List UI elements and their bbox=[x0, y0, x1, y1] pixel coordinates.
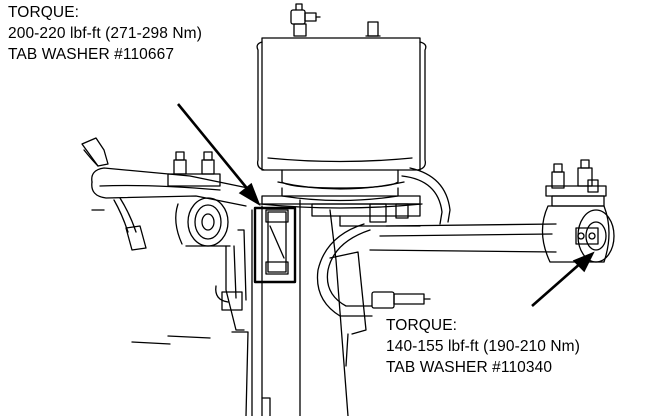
right-axle-tube bbox=[369, 223, 557, 253]
lower-torque-spec: 140-155 lbf-ft (190-210 Nm) bbox=[386, 338, 580, 355]
right-hose bbox=[401, 167, 451, 225]
left-hose bbox=[113, 197, 147, 251]
left-bolts bbox=[167, 151, 221, 187]
left-suspension-arm bbox=[215, 229, 249, 416]
air-fitting bbox=[290, 3, 381, 37]
upper-tab-washer-part: TAB WASHER #110667 bbox=[8, 46, 175, 63]
main-beam bbox=[251, 199, 349, 416]
lower-leader-arrowhead bbox=[572, 251, 595, 273]
upper-torque-heading: TORQUE: bbox=[8, 4, 80, 21]
upper-tab-washer-frame bbox=[253, 206, 297, 284]
lower-torque-callout: TORQUE: 140-155 lbf-ft (190-210 Nm) TAB … bbox=[386, 315, 580, 378]
leader-arrows bbox=[176, 103, 595, 307]
left-axle-tube bbox=[81, 137, 249, 211]
upper-torque-callout: TORQUE: 200-220 lbf-ft (271-298 Nm) TAB … bbox=[8, 2, 202, 65]
upper-leader-arrowhead bbox=[238, 182, 261, 207]
left-bushing bbox=[175, 197, 231, 247]
center-hose bbox=[316, 223, 431, 317]
air-spring-bellows bbox=[256, 37, 427, 209]
upper-leader-line bbox=[176, 103, 252, 193]
lower-torque-heading: TORQUE: bbox=[386, 317, 458, 334]
right-bolts bbox=[545, 159, 607, 197]
lower-right-structure bbox=[131, 251, 367, 367]
upper-torque-spec: 200-220 lbf-ft (271-298 Nm) bbox=[8, 25, 202, 42]
lower-tab-washer-part: TAB WASHER #110340 bbox=[386, 359, 553, 376]
lower-leader-line bbox=[531, 261, 583, 307]
